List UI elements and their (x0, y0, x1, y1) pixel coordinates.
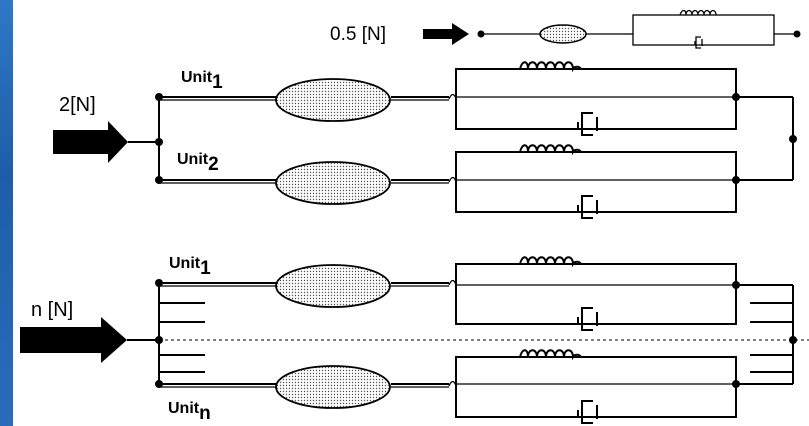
spring-icon (519, 256, 582, 268)
left-accent-stripe (0, 0, 13, 426)
body-element (275, 264, 391, 308)
load-arrow-two (53, 121, 128, 163)
spring-icon (679, 9, 717, 16)
unit-label: Unitn (168, 400, 211, 424)
load-label-two: 2[N] (59, 94, 96, 116)
damper-icon (577, 195, 598, 219)
damper-icon (577, 400, 598, 424)
node (793, 30, 801, 38)
load-label-n: n [N] (31, 299, 73, 321)
damper-icon (694, 36, 703, 49)
body-element (275, 78, 391, 122)
unit-label: Unit1 (181, 69, 223, 93)
node (789, 135, 797, 143)
load-label-half: 0.5 [N] (330, 24, 386, 45)
load-arrow-half (423, 23, 469, 45)
spring-icon (519, 61, 582, 73)
unit-label: Unit2 (177, 151, 219, 175)
body-element (539, 24, 587, 44)
body-element (275, 161, 391, 205)
body-element (275, 365, 391, 409)
single-unit-row: 0.5 [N] (330, 9, 801, 49)
damper-icon (577, 112, 598, 136)
spring-icon (519, 144, 582, 156)
two-unit-section: 2[N] Unit1 Unit2 (53, 61, 797, 219)
load-arrow-n (20, 317, 127, 363)
node (789, 336, 797, 344)
spring-icon (519, 349, 582, 361)
damper-icon (577, 307, 598, 331)
n-unit-section: n [N] Unit1 Unitn (20, 255, 809, 424)
unit-label: Unit1 (169, 255, 211, 279)
